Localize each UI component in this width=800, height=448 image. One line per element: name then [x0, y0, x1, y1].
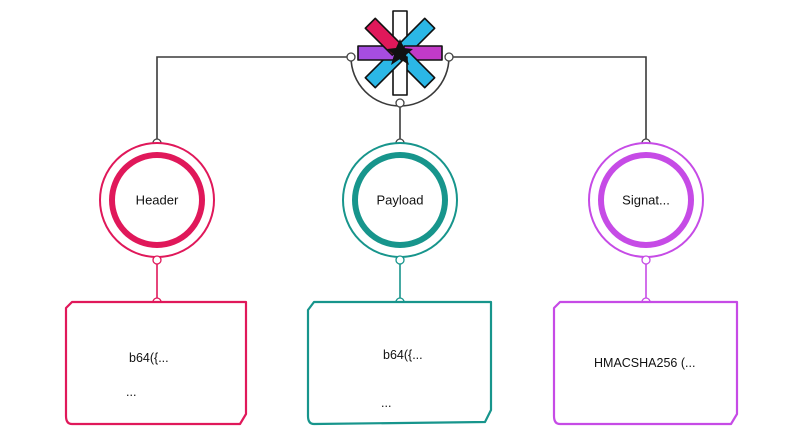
jwt-logo-icon — [357, 10, 443, 96]
node-payload — [342, 142, 458, 258]
box-payload — [306, 300, 493, 426]
connector-header — [156, 56, 351, 143]
box-signature — [552, 300, 739, 426]
box-header — [64, 300, 248, 426]
box-payload-line1: b64({... — [383, 348, 423, 362]
node-label-payload: Payload — [376, 192, 424, 208]
node-label-header: Header — [135, 192, 179, 208]
box-header-line2: ... — [126, 385, 137, 399]
box-header-line1: b64({... — [129, 351, 169, 365]
box-payload-line2: ... — [381, 396, 392, 410]
connector-signature — [449, 56, 647, 143]
box-connector-dots — [152, 255, 651, 307]
node-header — [99, 142, 215, 258]
node-signature — [588, 142, 704, 258]
node-label-signature: Signat... — [622, 192, 670, 208]
box-signature-line1: HMACSHA256 (... — [594, 356, 696, 370]
